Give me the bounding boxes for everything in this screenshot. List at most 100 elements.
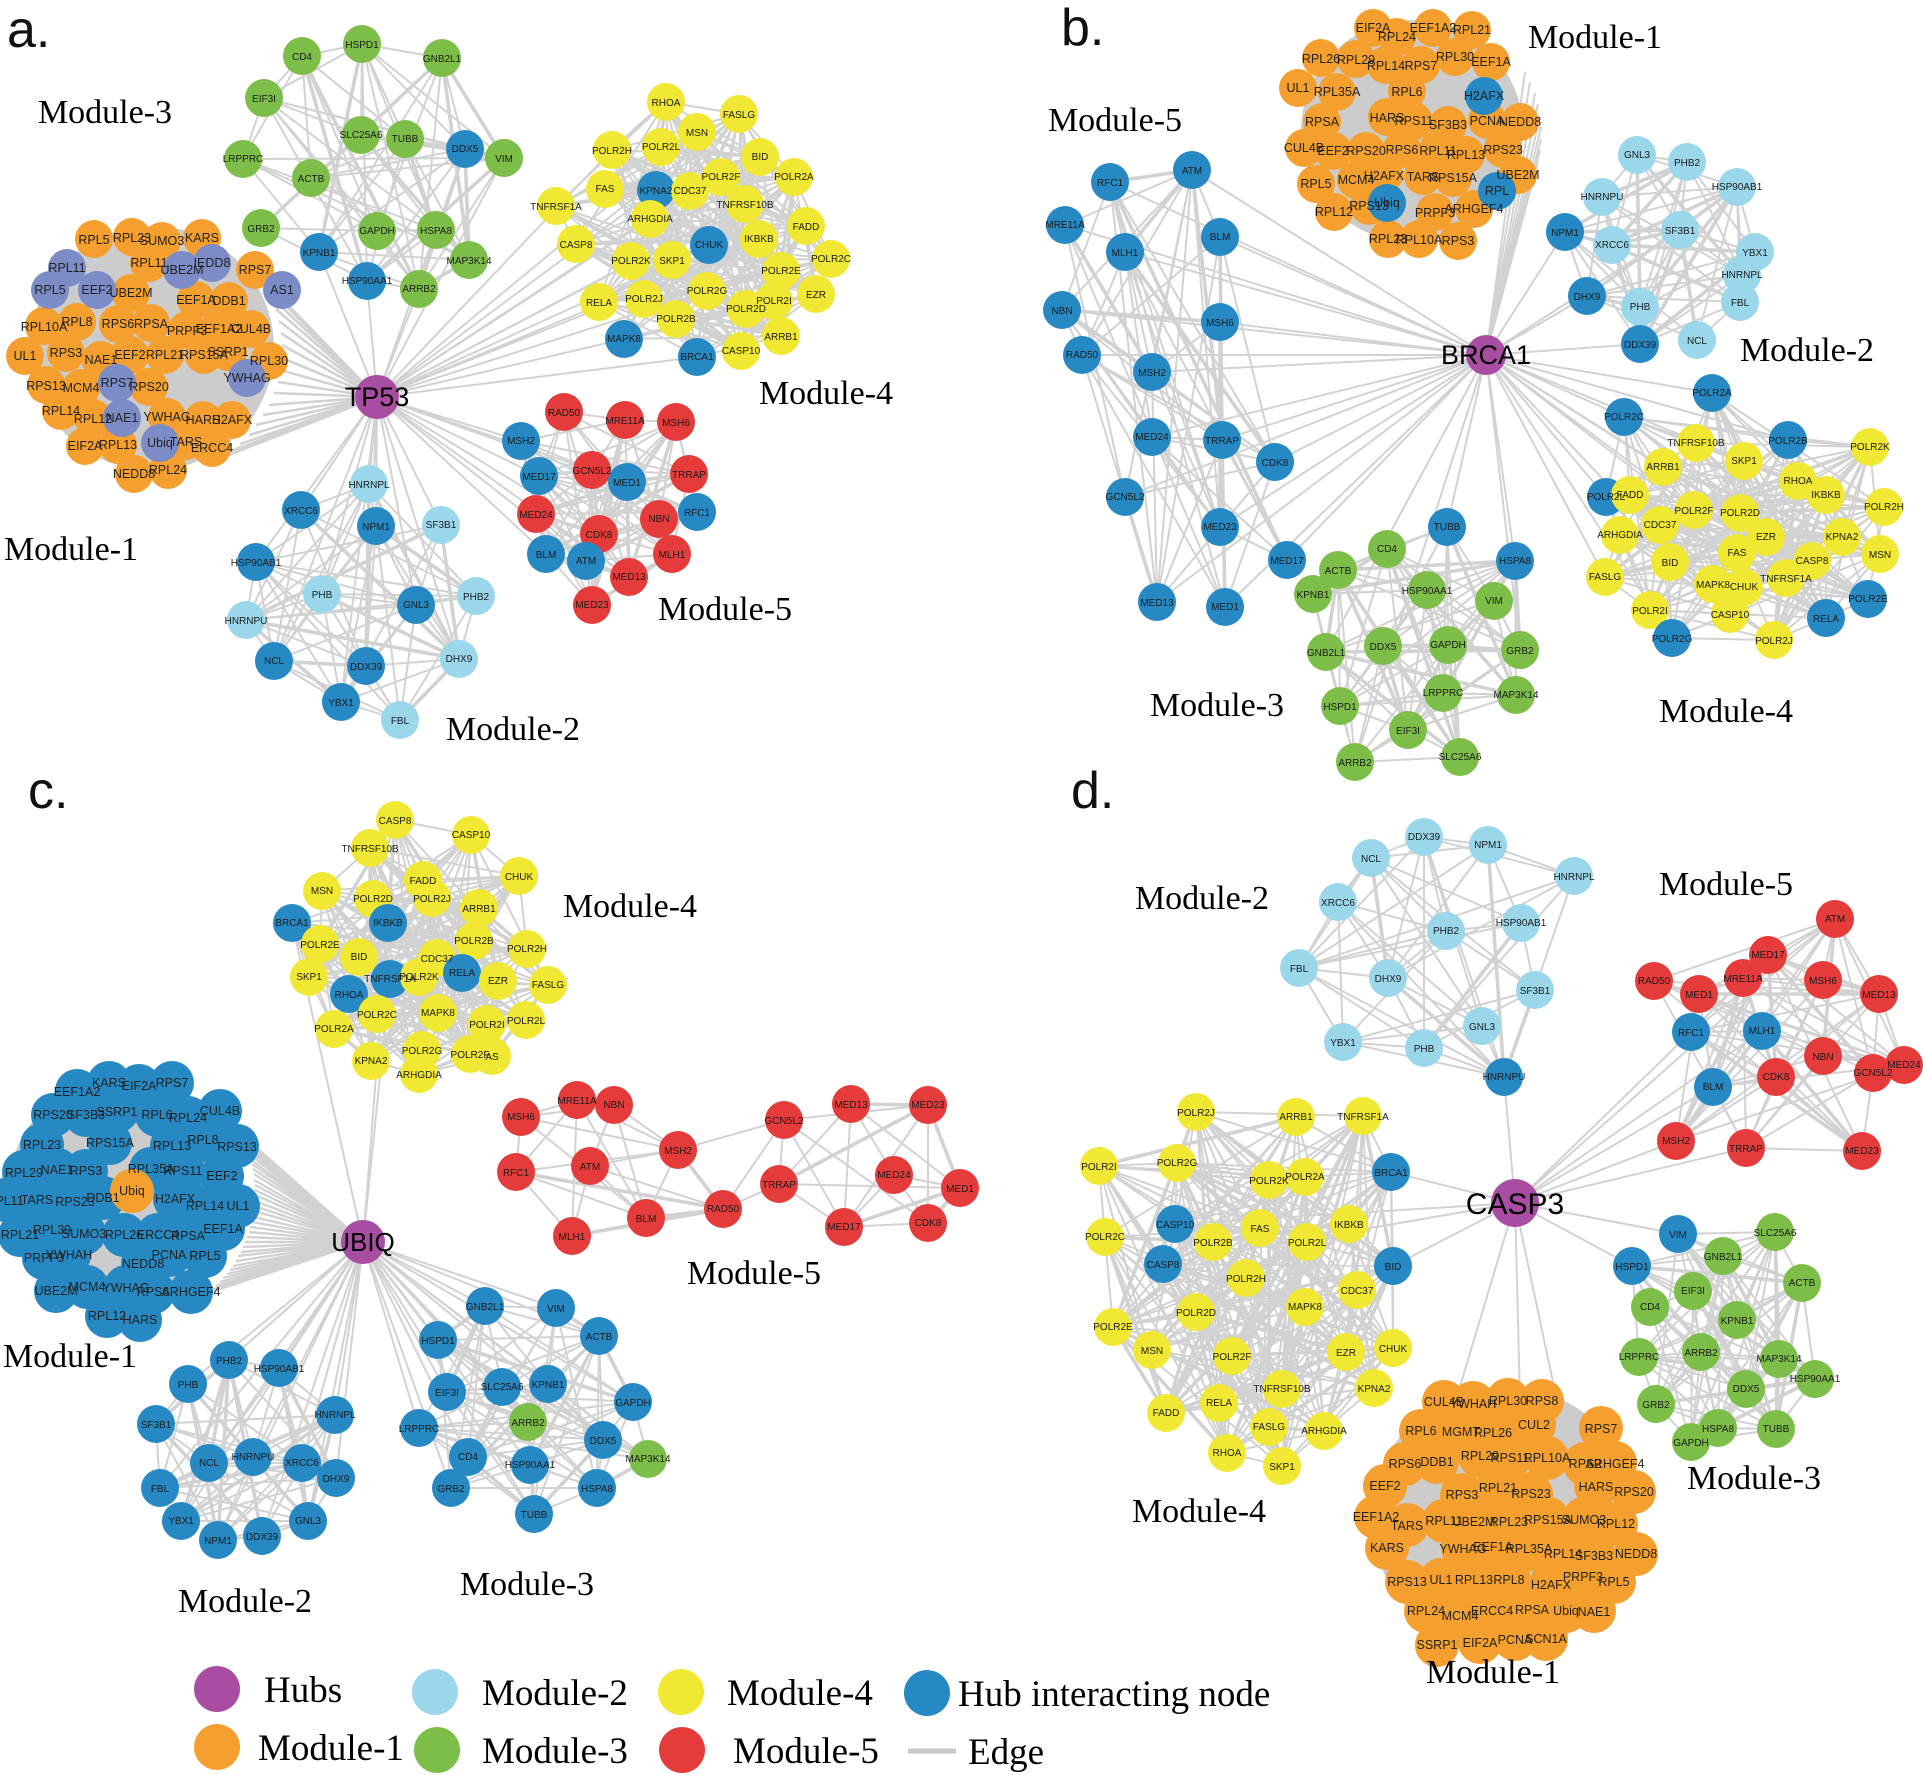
svg-text:PRPF3: PRPF3 — [167, 324, 207, 338]
svg-text:DDX5: DDX5 — [590, 1436, 617, 1447]
svg-text:CDC37: CDC37 — [421, 954, 454, 965]
svg-text:POLR2K: POLR2K — [611, 256, 651, 267]
svg-text:FAS: FAS — [1728, 548, 1747, 559]
svg-text:RPL13: RPL13 — [1447, 148, 1485, 162]
svg-text:HNRNPU: HNRNPU — [1483, 1072, 1526, 1083]
svg-text:POLR2F: POLR2F — [1213, 1352, 1252, 1363]
svg-text:RPS6: RPS6 — [1386, 143, 1419, 157]
svg-text:BID: BID — [1385, 1262, 1402, 1273]
svg-text:DDX5: DDX5 — [452, 144, 479, 155]
svg-text:MRE11A: MRE11A — [557, 1096, 597, 1107]
svg-text:ARHGEF4: ARHGEF4 — [1444, 202, 1503, 216]
svg-text:RHOA: RHOA — [1213, 1448, 1242, 1459]
svg-text:RHOA: RHOA — [652, 98, 681, 109]
svg-text:RPL23: RPL23 — [1490, 1515, 1528, 1529]
svg-text:RPS23: RPS23 — [1483, 143, 1523, 157]
svg-text:LRPPRC: LRPPRC — [399, 1424, 440, 1435]
svg-text:TARS: TARS — [21, 1193, 53, 1207]
svg-text:GCN5L2: GCN5L2 — [1854, 1068, 1893, 1079]
svg-text:POLR2C: POLR2C — [357, 1010, 397, 1021]
svg-text:YWHAG: YWHAG — [143, 410, 190, 424]
svg-text:RPS7: RPS7 — [101, 376, 134, 390]
svg-text:MED23: MED23 — [575, 600, 609, 611]
svg-text:HSPA8: HSPA8 — [1499, 556, 1531, 567]
svg-text:NPM1: NPM1 — [362, 522, 390, 533]
svg-text:RFC1: RFC1 — [1097, 178, 1124, 189]
svg-text:KPNA2: KPNA2 — [355, 1056, 388, 1067]
svg-text:HSPD1: HSPD1 — [421, 1336, 455, 1347]
svg-text:YWHAH: YWHAH — [1450, 1397, 1497, 1411]
svg-text:RPL10A: RPL10A — [1524, 1451, 1571, 1465]
svg-text:SSRP1: SSRP1 — [97, 1105, 138, 1119]
svg-text:MSH6: MSH6 — [507, 1112, 535, 1123]
svg-text:NAE1: NAE1 — [85, 353, 118, 367]
svg-text:MED24: MED24 — [877, 1170, 911, 1181]
svg-text:DDX5: DDX5 — [1733, 1384, 1760, 1395]
svg-text:BID: BID — [752, 152, 769, 163]
svg-text:RFC1: RFC1 — [503, 1168, 530, 1179]
svg-text:b.: b. — [1061, 0, 1104, 57]
svg-text:RPS20: RPS20 — [33, 1108, 73, 1122]
svg-text:RPL26: RPL26 — [105, 1228, 143, 1242]
svg-text:POLR2G: POLR2G — [1157, 1158, 1198, 1169]
svg-text:DDX39: DDX39 — [1624, 340, 1657, 351]
svg-text:RPL12: RPL12 — [88, 1309, 126, 1323]
svg-text:ARRB1: ARRB1 — [764, 332, 798, 343]
svg-text:GNL3: GNL3 — [403, 600, 430, 611]
svg-text:Module-3: Module-3 — [482, 1731, 628, 1772]
svg-text:Ubiq: Ubiq — [119, 1184, 145, 1198]
svg-text:Module-1: Module-1 — [4, 531, 138, 568]
svg-text:FASLG: FASLG — [532, 980, 564, 991]
svg-text:MED13: MED13 — [834, 1100, 868, 1111]
svg-text:BLM: BLM — [1210, 232, 1231, 243]
svg-text:RPS13: RPS13 — [217, 1140, 257, 1154]
svg-text:NCL: NCL — [1361, 854, 1381, 865]
svg-text:GNB2L1: GNB2L1 — [423, 54, 462, 65]
svg-text:MCM4: MCM4 — [1338, 173, 1375, 187]
svg-text:RPS20: RPS20 — [1614, 1485, 1654, 1499]
svg-text:TNFRSF1A: TNFRSF1A — [1337, 1112, 1389, 1123]
svg-text:DHX9: DHX9 — [1574, 292, 1601, 303]
svg-text:PHB: PHB — [312, 590, 333, 601]
svg-text:Ubiq: Ubiq — [147, 436, 173, 450]
svg-text:RPL29: RPL29 — [1337, 53, 1375, 67]
svg-text:AS1: AS1 — [270, 283, 294, 297]
svg-text:HNRNPL: HNRNPL — [348, 480, 390, 491]
svg-text:RPL11: RPL11 — [1425, 1514, 1462, 1528]
svg-text:HARS: HARS — [186, 413, 221, 427]
svg-text:MSH6: MSH6 — [1809, 976, 1837, 987]
svg-text:RELA: RELA — [1206, 1398, 1232, 1409]
svg-text:VIM: VIM — [1485, 596, 1503, 607]
svg-text:TARS: TARS — [170, 435, 202, 449]
svg-text:Module-2: Module-2 — [178, 1583, 312, 1620]
svg-text:EEF1A: EEF1A — [176, 293, 216, 307]
svg-text:RPL30: RPL30 — [1436, 50, 1474, 64]
svg-text:ARRB1: ARRB1 — [1646, 462, 1680, 473]
svg-text:SF3B3: SF3B3 — [1575, 1549, 1613, 1563]
svg-text:MLH1: MLH1 — [1749, 1026, 1776, 1037]
svg-text:FASLG: FASLG — [723, 110, 755, 121]
svg-text:MCM4: MCM4 — [69, 1280, 106, 1294]
svg-text:RAD50: RAD50 — [1066, 350, 1099, 361]
svg-text:CASP8: CASP8 — [1796, 556, 1829, 567]
svg-text:POLR2I: POLR2I — [469, 1020, 505, 1031]
svg-text:CHUK: CHUK — [505, 872, 534, 883]
svg-text:MED17: MED17 — [522, 472, 556, 483]
svg-text:VIM: VIM — [1669, 1230, 1687, 1241]
svg-text:Module-1: Module-1 — [1426, 1654, 1560, 1691]
svg-text:PHB: PHB — [178, 1380, 199, 1391]
svg-text:NBN: NBN — [1051, 306, 1072, 317]
svg-text:MLH1: MLH1 — [659, 550, 686, 561]
svg-text:KPNB1: KPNB1 — [303, 248, 336, 259]
svg-text:RPS13: RPS13 — [1349, 199, 1389, 213]
svg-text:UBIQ: UBIQ — [331, 1227, 395, 1257]
svg-text:Module-3: Module-3 — [1687, 1460, 1821, 1497]
svg-text:XRCC6: XRCC6 — [1321, 898, 1355, 909]
svg-text:KARS: KARS — [92, 1076, 126, 1090]
svg-text:RPS15A: RPS15A — [180, 348, 229, 362]
svg-text:POLR2J: POLR2J — [413, 894, 451, 905]
svg-text:NEDD8: NEDD8 — [1615, 1547, 1657, 1561]
svg-text:CD4: CD4 — [292, 52, 312, 63]
svg-text:TUBB: TUBB — [521, 1510, 548, 1521]
svg-text:CASP10: CASP10 — [1156, 1220, 1195, 1231]
